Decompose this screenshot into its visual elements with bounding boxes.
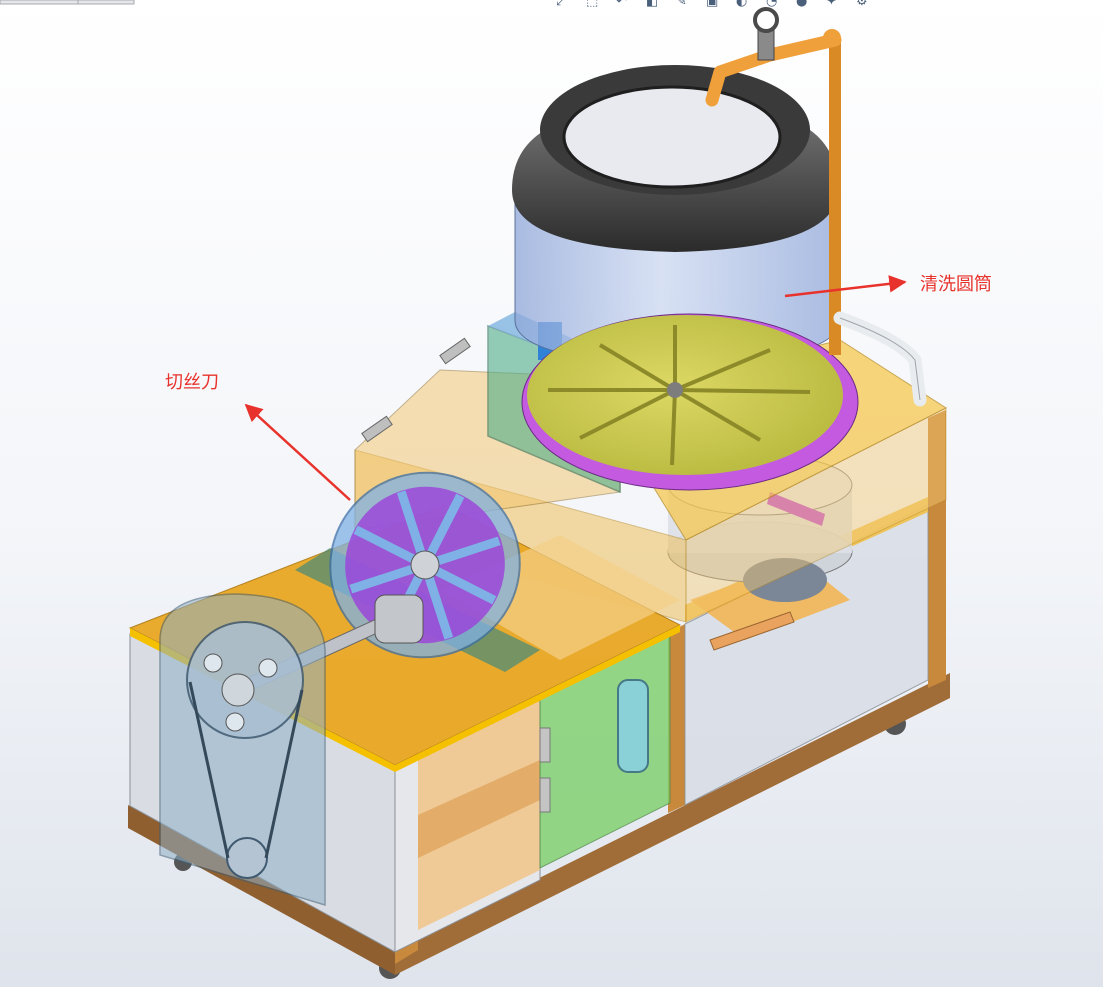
drain-pipe xyxy=(709,611,795,651)
frame-post xyxy=(928,410,946,688)
turntable-hub xyxy=(667,382,683,398)
cutter-assembly[interactable] xyxy=(224,448,544,701)
cutter-callout-label: 切丝刀 xyxy=(165,372,219,393)
hide-show-items-icon[interactable]: ◔ xyxy=(766,0,778,9)
base-frame-side-rail xyxy=(395,673,950,975)
door-hinge xyxy=(539,727,551,763)
large-pulley-hub xyxy=(221,673,255,707)
dynamic-annotation-icon[interactable]: ✎ xyxy=(676,0,687,9)
drive-belt xyxy=(264,689,304,859)
zoom-to-area-icon[interactable]: ⬚ xyxy=(586,0,599,9)
display-style-icon[interactable]: ◐ xyxy=(736,0,748,9)
drive-belt xyxy=(188,681,230,859)
edit-appearance-icon[interactable]: ● xyxy=(796,0,808,9)
pipe-horizontal xyxy=(705,33,842,107)
document-tab-strip[interactable] xyxy=(0,0,135,5)
water-supply-pipe[interactable] xyxy=(705,7,927,407)
turntable-spokes xyxy=(548,325,811,466)
section-view-icon[interactable]: ◧ xyxy=(646,0,659,9)
valve-body xyxy=(757,29,775,61)
drum-callout-arrow xyxy=(784,275,907,298)
pipe-elbow xyxy=(823,29,841,47)
pulley-hole xyxy=(225,712,245,732)
previous-view-icon[interactable]: ↶ xyxy=(616,0,627,9)
pulley-hole xyxy=(203,653,223,673)
small-pulley xyxy=(226,837,268,879)
apply-scene-icon[interactable]: ✦ xyxy=(826,0,837,9)
document-tab[interactable] xyxy=(77,0,135,5)
hopper-hinge xyxy=(439,337,471,365)
cabinet-top-edge-side xyxy=(395,625,680,772)
valve[interactable] xyxy=(753,7,779,61)
bearing-block xyxy=(374,594,424,644)
motor xyxy=(743,558,827,602)
view-settings-icon[interactable]: ⚙ xyxy=(856,0,868,9)
zoom-to-fit-icon[interactable]: ⤢ xyxy=(556,0,567,9)
frame-post xyxy=(668,624,685,813)
cabinet-inner-shelf xyxy=(418,760,540,858)
washing-drum[interactable] xyxy=(512,65,859,491)
valve-handwheel-icon[interactable] xyxy=(753,7,779,33)
door-hinge xyxy=(539,777,551,813)
drum-mouth-opening xyxy=(562,85,782,189)
hopper-hinge xyxy=(361,415,393,443)
access-door[interactable] xyxy=(539,632,671,869)
view-orientation-icon[interactable]: ▣ xyxy=(706,0,719,9)
document-tab[interactable] xyxy=(0,0,79,5)
pulley-hole xyxy=(258,658,278,678)
inlet-pipe xyxy=(767,492,825,526)
heads-up-view-toolbar[interactable]: ⤢ ⬚ ↶ ◧ ✎ ▣ ◐ ◔ ● ✦ ⚙ xyxy=(556,0,898,12)
door-handle[interactable] xyxy=(617,679,649,773)
drum-callout-label: 清洗圆筒 xyxy=(920,274,992,295)
cutter-callout-arrow xyxy=(244,403,351,501)
cutter-hub xyxy=(410,550,440,580)
overflow-pipe-outline xyxy=(839,317,921,401)
belt-drive[interactable] xyxy=(159,593,326,907)
